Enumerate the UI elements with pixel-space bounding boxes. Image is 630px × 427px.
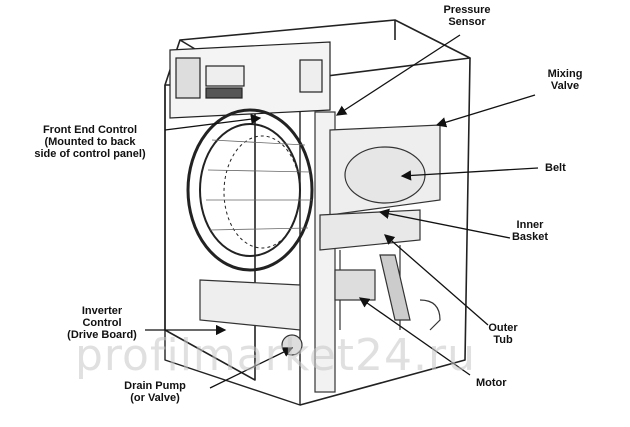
leader-lines — [145, 34, 539, 389]
label-inverter-control: Inverter Control (Drive Board) — [67, 305, 137, 341]
label-pressure-sensor: Pressure Sensor — [443, 4, 491, 28]
label-inner-basket: Inner Basket — [511, 219, 549, 243]
door-and-drum — [186, 108, 314, 272]
outer-tub-leader — [384, 234, 489, 326]
label-drain-pump: Drain Pump (or Valve) — [124, 380, 186, 404]
pressure-sensor-leader — [335, 34, 461, 116]
drain-pump-leader — [209, 347, 294, 389]
label-mixing-valve: Mixing Valve — [547, 68, 583, 92]
front-end-control-leader — [164, 113, 262, 131]
mixing-valve-leader — [435, 94, 536, 128]
motor-leader — [358, 297, 471, 376]
label-motor: Motor — [476, 377, 507, 389]
inner-basket-leader — [378, 208, 511, 239]
belt-leader — [400, 167, 539, 181]
control-panel — [169, 41, 331, 119]
watermark: profilmarket24.ru — [75, 330, 477, 381]
label-belt: Belt — [545, 162, 566, 174]
mechanism — [199, 111, 441, 393]
label-outer-tub: Outer Tub — [488, 322, 518, 346]
label-front-end-control: Front End Control (Mounted to back side … — [34, 124, 146, 160]
